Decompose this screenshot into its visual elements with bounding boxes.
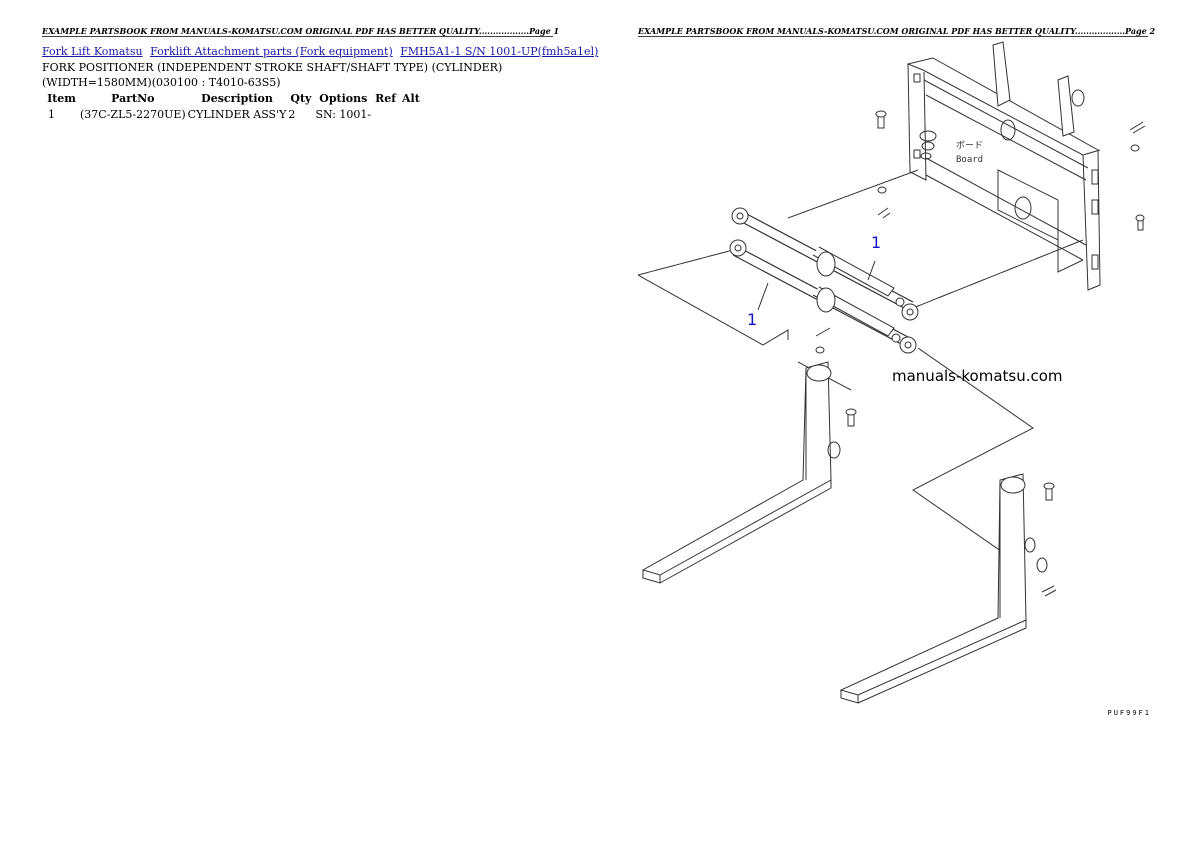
breadcrumb-link-brand[interactable]: Fork Lift Komatsu <box>42 45 143 58</box>
cell-qty: 2 <box>288 108 296 121</box>
cylinder-lower <box>729 239 917 354</box>
table-header-row: Item PartNo Description Qty Options Ref … <box>44 91 423 106</box>
breadcrumb-link-model[interactable]: FMH5A1-1 S/N 1001-UP(fmh5a1el) <box>400 45 599 58</box>
table-row: 1 (37C-ZL5-2270UE) CYLINDER ASS'Y 2 SN: … <box>44 106 423 123</box>
cylinder-upper <box>731 207 919 321</box>
page-subtitle: (WIDTH=1580MM)(030100 : T4010-63S5) <box>42 76 281 89</box>
figure-reference-code: PUF99F1 <box>1107 709 1151 717</box>
page-title: FORK POSITIONER (INDEPENDENT STROKE SHAF… <box>42 61 503 74</box>
assembly-guide-lines <box>638 169 1084 566</box>
cell-item: 1 <box>48 108 55 121</box>
column-header-qty: Qty <box>290 92 312 105</box>
fork-right <box>839 473 1057 704</box>
parts-table: Item PartNo Description Qty Options Ref … <box>44 91 423 123</box>
breadcrumb-link-category[interactable]: Forklift Attachment parts (Fork equipmen… <box>150 45 393 58</box>
carriage-frame: ボード Board <box>906 41 1101 291</box>
cell-ref <box>372 106 399 123</box>
board-label-en: Board <box>956 155 983 165</box>
column-header-options: Options <box>319 92 368 105</box>
exploded-parts-diagram: ボード Board <box>638 40 1153 730</box>
mounting-hardware <box>875 110 1146 231</box>
column-header-item: Item <box>47 92 76 105</box>
cell-options: SN: 1001- <box>315 108 372 121</box>
column-header-description: Description <box>201 92 273 105</box>
column-header-partno: PartNo <box>111 92 155 105</box>
diagram-drawing: ボード Board <box>638 41 1146 704</box>
column-header-ref: Ref <box>375 92 396 105</box>
board-label-jp: ボード <box>956 140 983 151</box>
cell-alt <box>399 106 423 123</box>
callout-item-1-lower: 1 <box>747 310 758 329</box>
cell-description: CYLINDER ASS'Y <box>187 108 287 121</box>
breadcrumb: Fork Lift Komatsu Forklift Attachment pa… <box>42 45 602 58</box>
page-header-right: EXAMPLE PARTSBOOK FROM MANUALS-KOMATSU.C… <box>638 26 1156 37</box>
fork-left <box>641 327 857 584</box>
column-header-alt: Alt <box>402 92 420 105</box>
page-header-left: EXAMPLE PARTSBOOK FROM MANUALS-KOMATSU.C… <box>42 26 560 37</box>
watermark: manuals-komatsu.com <box>892 367 1063 385</box>
callout-item-1-upper: 1 <box>871 233 882 252</box>
cell-partno: (37C-ZL5-2270UE) <box>80 108 186 121</box>
